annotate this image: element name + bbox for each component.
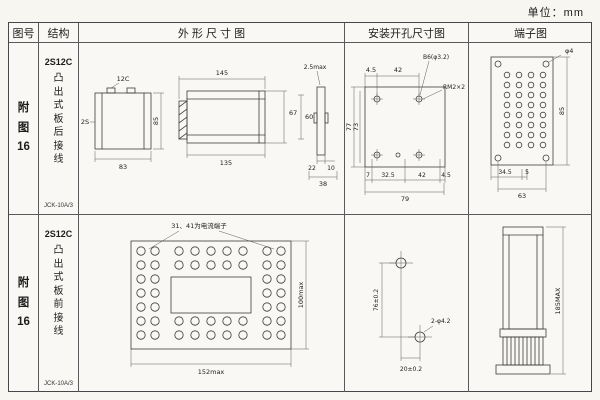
note-current-terminals: 31、41为电流端子: [171, 221, 227, 230]
front-view-shapes: [94, 87, 152, 150]
dim-152max: 152max: [198, 368, 225, 376]
type-code: JCK-10A/3: [43, 381, 73, 387]
dim-10: 10: [327, 165, 335, 172]
install-dim-lines: [351, 60, 446, 195]
header-fig-no: 图号: [9, 23, 39, 43]
header-structure: 结构: [39, 23, 79, 43]
dim-4-5-bottom: 4.5: [441, 172, 451, 179]
fig-char: 图: [17, 296, 30, 309]
fig-char: 附: [17, 277, 30, 290]
dim-7: 7: [366, 172, 370, 179]
structure-row2: 2S12C 凸出式板前接线 JCK-10A/3: [39, 215, 79, 392]
install-drawing-front-wiring: 2-φ4.2 76±0.2 20±0.2: [373, 251, 451, 373]
fig-char: 附: [17, 102, 30, 115]
fig-number-row1: 附 图 16: [9, 43, 39, 215]
fig-number-row2: 附 图 16: [9, 215, 39, 392]
dim-phi4: φ4: [565, 47, 573, 55]
dim-42-top: 42: [394, 66, 402, 74]
dim-67: 67: [289, 109, 297, 117]
terminal2-dim-lines: [546, 226, 566, 375]
dim-135: 135: [220, 159, 232, 167]
structure-row1: 2S12C 凸出式板后接线 JCK-10A/3: [39, 43, 79, 215]
hole-shapes: [395, 257, 426, 343]
structure-desc: 凸出式板前接线: [53, 245, 64, 337]
terminal-dim-lines: [490, 54, 570, 192]
terminal-board-shapes: [490, 56, 554, 166]
dim-34-5: 34.5: [498, 169, 512, 176]
flange-view-shapes: [313, 86, 329, 156]
dim-85-terminal: 85: [558, 107, 566, 115]
flange-view-dims: [308, 70, 338, 180]
fig-number: 16: [17, 141, 30, 154]
relay-side-shapes: [495, 226, 551, 375]
dim-22: 22: [308, 165, 316, 172]
header-install: 安装开孔尺寸图: [345, 23, 469, 43]
outline-drawing-rear-wiring: 12C 2S 83 85: [81, 64, 338, 188]
side-view-dims: [178, 76, 304, 158]
dim-20: 20±0.2: [400, 366, 422, 373]
outline-cell-row2: 31、41为电流端子: [79, 215, 345, 392]
dim-4-5-top: 4.5: [366, 66, 376, 74]
dim-77: 77: [345, 123, 353, 131]
install-drawing-rear-wiring: 4.5 42 B6(φ3.2) RM2×2 77 73 7 32.5 42 4.…: [345, 54, 465, 203]
header-outline: 外 形 尺 寸 图: [79, 23, 345, 43]
terminal-cell-row2: 185MAX: [469, 215, 592, 392]
unit-label: 单位：mm: [527, 7, 584, 19]
note-rm2x2: RM2×2: [443, 84, 465, 91]
terminal-drawing-rear-wiring: φ4 85 34.5 5 63: [490, 47, 573, 200]
side-view-shapes: [178, 90, 266, 144]
dim-145: 145: [216, 69, 228, 77]
dim-83: 83: [119, 163, 127, 171]
hole-centerlines: [371, 93, 425, 161]
header-terminal: 端子图: [469, 23, 592, 43]
dim-85: 85: [152, 117, 160, 125]
structure-desc: 凸出式板后接线: [53, 73, 64, 165]
dim-79: 79: [401, 195, 409, 203]
note-2-phi4-2: 2-φ4.2: [431, 318, 451, 325]
dim-100max: 100max: [297, 282, 305, 309]
install-cell-row2: 2-φ4.2 76±0.2 20±0.2: [345, 215, 469, 392]
fig-number: 16: [17, 316, 30, 329]
install-cell-row1: 4.5 42 B6(φ3.2) RM2×2 77 73 7 32.5 42 4.…: [345, 43, 469, 215]
outline-drawing-front-wiring: 31、41为电流端子: [130, 221, 309, 376]
outline-cell-row1: 12C 2S 83 85: [79, 43, 345, 215]
dim-73: 73: [352, 123, 360, 131]
dim-42-bottom: 42: [418, 172, 426, 179]
dim-32-5: 32.5: [381, 172, 395, 179]
hole2-centerlines: [379, 251, 434, 361]
note-b6-hole: B6(φ3.2): [423, 54, 449, 61]
dim-38: 38: [319, 180, 327, 188]
dim-5: 5: [525, 169, 529, 176]
model-label: 2S12C: [44, 229, 73, 239]
dim-60: 60: [305, 113, 313, 121]
outline2-dim-lines: [130, 240, 309, 367]
fig-char: 图: [17, 121, 30, 134]
dim-12c: 12C: [117, 75, 130, 83]
note-leaders: [148, 230, 275, 250]
dim-2s: 2S: [81, 118, 89, 126]
terminal-cell-row1: φ4 85 34.5 5 63: [469, 43, 592, 215]
dim-185max: 185MAX: [554, 287, 562, 314]
model-label: 2S12C: [44, 57, 73, 67]
dim-63: 63: [518, 192, 526, 200]
type-code: JCK-10A/3: [43, 203, 73, 209]
front-view-dims: [90, 82, 164, 162]
dim-76: 76±0.2: [373, 289, 380, 311]
terminal-drawing-front-wiring: 185MAX: [495, 226, 566, 375]
terminal-layout-shapes: [130, 240, 292, 350]
dim-2-5max: 2.5max: [304, 64, 327, 71]
dimension-table: 图号 结构 外 形 尺 寸 图 安装开孔尺寸图 端子图 附 图 16 2S12C…: [8, 22, 592, 392]
